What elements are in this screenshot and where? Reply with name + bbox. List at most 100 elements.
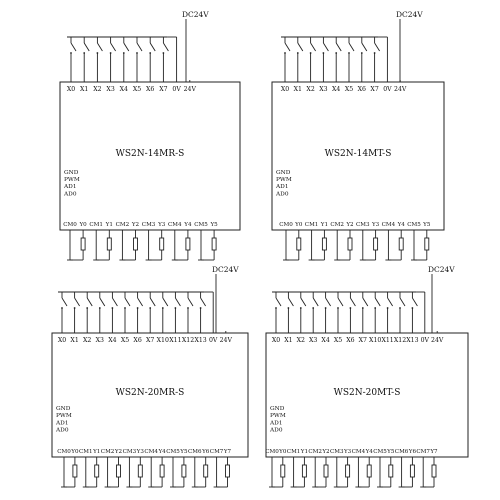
output-terminal-label: Y2 [321, 449, 330, 455]
switch-blade [70, 42, 77, 52]
switch-contact [98, 307, 101, 309]
switch-contact [70, 52, 72, 54]
input-terminal-label: X7 [370, 86, 378, 93]
input-terminal-label: X2 [297, 337, 305, 344]
switch-contact [299, 307, 302, 309]
switch-blade [325, 297, 331, 307]
side-terminal-label: AD1 [63, 184, 77, 190]
switch-contact [174, 307, 177, 309]
switch-contact [275, 307, 277, 309]
switch-contact [136, 307, 139, 309]
switch-contact [284, 52, 286, 54]
module-model-label: WS2N-14MT-S [325, 149, 392, 159]
switch-blade [350, 297, 356, 307]
load-resistor [159, 464, 165, 478]
input-terminal-label: 24V [184, 86, 197, 93]
load-resistor [80, 237, 86, 251]
output-terminal-label: Y3 [136, 449, 145, 455]
output-terminal-label: CM1 [89, 222, 103, 228]
module-model-label: WS2N-14MR-S [116, 149, 185, 159]
input-terminal-label: X5 [133, 86, 141, 93]
input-terminal-label: X2 [93, 86, 101, 93]
switch-blade [97, 42, 103, 52]
switch-contact [348, 52, 350, 54]
switch-contact [324, 307, 327, 309]
input-terminal-label: X1 [294, 86, 302, 93]
input-terminal-label: X11 [169, 337, 181, 344]
input-terminal-label: X13 [194, 337, 206, 344]
output-terminal-label: Y3 [157, 222, 166, 228]
switch-contact [149, 307, 152, 309]
output-terminal-label: Y3 [343, 449, 352, 455]
input-terminal-label: X4 [120, 86, 128, 93]
switch-contact [296, 52, 299, 54]
switch-blade [412, 297, 418, 307]
switch-blade [361, 42, 368, 52]
output-terminal-label: CM5 [194, 222, 208, 228]
input-terminal-label: X7 [146, 337, 154, 344]
load-resistor [424, 237, 430, 251]
output-terminal-label: Y4 [157, 449, 166, 455]
load-resistor [323, 464, 329, 478]
supply-label: DC24V [182, 10, 209, 19]
input-terminal-label: X1 [80, 86, 88, 93]
output-terminal-label: CM0 [279, 222, 293, 228]
output-terminal-label: Y4 [397, 222, 406, 228]
switch-contact [386, 307, 389, 309]
load-resistor [181, 464, 187, 478]
output-terminal-label: CM7 [210, 449, 224, 455]
load-resistor [347, 237, 353, 251]
input-terminal-label: 0V [383, 86, 392, 93]
load-resistor [211, 237, 217, 251]
side-terminal-label: GND [64, 170, 79, 176]
switch-contact [162, 52, 165, 54]
switch-blade [275, 297, 282, 307]
load-resistor [431, 464, 437, 478]
switch-contact [309, 52, 312, 54]
side-terminal-label: AD0 [269, 427, 283, 433]
switch-contact [399, 307, 401, 309]
load-resistor [133, 237, 138, 251]
load-resistor [106, 237, 112, 251]
switch-blade [149, 42, 156, 52]
supply-label: DC24V [396, 10, 423, 19]
side-terminal-label: AD1 [275, 184, 289, 190]
input-terminal-label: 24V [394, 86, 407, 93]
input-terminal-label: X3 [96, 337, 104, 344]
input-terminal-label: X7 [359, 337, 367, 344]
input-terminal-label: X0 [58, 337, 66, 344]
module-body [265, 332, 469, 458]
input-terminal-label: X1 [284, 337, 292, 344]
side-terminal-label: PWM [270, 413, 286, 419]
input-terminal-label: X6 [133, 337, 141, 344]
load-resistor [203, 464, 209, 478]
output-terminal-label: CM4 [382, 222, 396, 228]
input-terminal-label: 0V [172, 86, 181, 93]
input-terminal-label: X10 [369, 337, 381, 344]
switch-blade [337, 297, 344, 307]
switch-contact [86, 307, 89, 309]
switch-blade [61, 297, 68, 307]
load-resistor [116, 464, 121, 478]
switch-blade [300, 297, 307, 307]
switch-contact [187, 307, 189, 309]
switch-blade [124, 297, 131, 307]
load-resistor [296, 237, 302, 251]
output-terminal-label: CM4 [144, 449, 158, 455]
switch-contact [61, 307, 63, 309]
input-terminal-label: X6 [146, 86, 154, 93]
switch-contact [411, 307, 414, 309]
output-terminal-label: CM3 [142, 222, 156, 228]
side-terminal-label: AD1 [269, 420, 283, 426]
switch-contact [199, 307, 202, 309]
output-terminal-label: CM0 [265, 449, 279, 455]
switch-blade [112, 297, 118, 307]
switch-blade [136, 42, 143, 52]
side-terminal-label: GND [270, 406, 285, 412]
module-body [271, 81, 445, 231]
switch-contact [373, 52, 376, 54]
module-model-label: WS2N-20MR-S [116, 388, 185, 398]
